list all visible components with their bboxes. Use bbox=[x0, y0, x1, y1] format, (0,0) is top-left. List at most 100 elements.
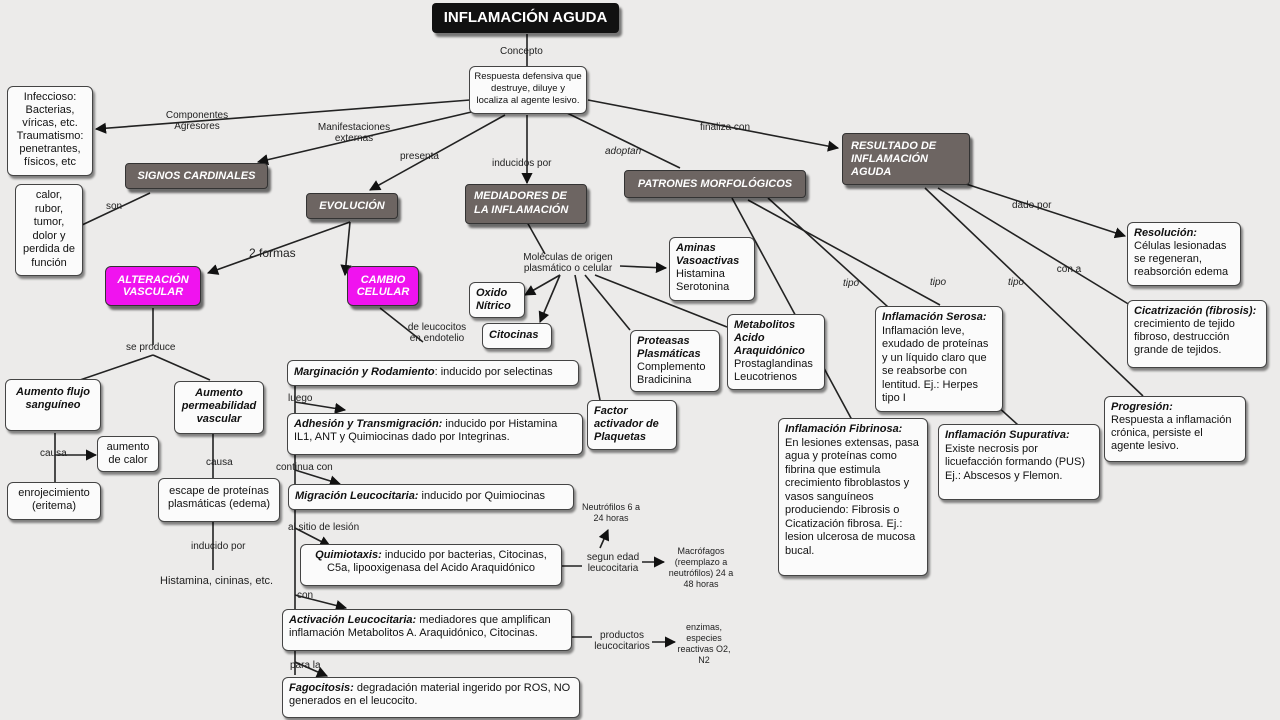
citocinas-box: Citocinas bbox=[482, 323, 552, 349]
adhesion-title: Adhesión y Transmigración: bbox=[294, 418, 443, 430]
macrofagos-text: Macrófagos (reemplazo a neutrófilos) 24 … bbox=[668, 546, 734, 589]
fagocitosis-text: degradación material ingerido por ROS, N… bbox=[289, 682, 571, 707]
aminas-text: Histamina Serotonina bbox=[676, 268, 730, 293]
flujo-sanguineo-box: Aumento flujo sanguíneo bbox=[5, 379, 101, 431]
migracion-box: Migración Leucocitaria: inducido por Qui… bbox=[288, 484, 574, 510]
factor-plaquetas-title: Factor activador de Plaquetas bbox=[594, 405, 659, 443]
evolucion-node: EVOLUCIÓN bbox=[306, 193, 398, 219]
oxido-nitrico-title: Oxido Nítrico bbox=[476, 287, 511, 312]
label-luego: luego bbox=[288, 393, 313, 404]
metabolitos-text: Prostaglandinas Leucotrienos bbox=[734, 358, 813, 383]
resultado-node: RESULTADO DE INFLAMACIÓN AGUDA bbox=[842, 133, 970, 185]
label-tipo-3: tipo bbox=[1008, 277, 1025, 288]
alteracion-vascular-node: ALTERACIÓN VASCULAR bbox=[105, 266, 201, 306]
label-continua-con: continua con bbox=[276, 462, 333, 473]
flujo-title: Aumento flujo sanguíneo bbox=[16, 386, 90, 411]
serosa-title: Inflamación Serosa: bbox=[882, 311, 987, 323]
eritema-box: enrojecimiento (eritema) bbox=[7, 482, 101, 520]
supurativa-title: Inflamación Supurativa: bbox=[945, 429, 1070, 441]
histamina-text: Histamina, cininas, etc. bbox=[160, 575, 274, 587]
progresion-box: Progresión:Respuesta a inflamación cróni… bbox=[1104, 396, 1246, 462]
signos-box: calor, rubor, tumor, dolor y perdida de … bbox=[15, 184, 83, 276]
proteasas-title: Proteasas Plasmáticas bbox=[637, 335, 701, 360]
label-causa-2: causa bbox=[206, 457, 233, 468]
adhesion-box: Adhesión y Transmigración: inducido por … bbox=[287, 413, 583, 455]
label-para-la: para la bbox=[290, 660, 321, 671]
diagram-title: INFLAMACIÓN AGUDA bbox=[432, 3, 619, 33]
citocinas-title: Citocinas bbox=[489, 329, 539, 341]
label-tipo-2: tipo bbox=[930, 277, 947, 288]
label-inducido-por: inducido por bbox=[191, 541, 246, 552]
cicatrizacion-text: crecimiento de tejido fibroso, destrucci… bbox=[1134, 318, 1235, 356]
enzimas-text: enzimas, especies reactivas O2, N2 bbox=[677, 622, 731, 665]
resolucion-box: Resolución:Células lesionadas se regener… bbox=[1127, 222, 1241, 286]
activacion-title: Activación Leucocitaria: bbox=[289, 614, 417, 626]
serosa-text: Inflamación leve, exudado de proteínas y… bbox=[882, 324, 989, 405]
quimiotaxis-title: Quimiotaxis: bbox=[315, 549, 382, 561]
resolucion-title: Resolución: bbox=[1134, 227, 1197, 239]
cicatrizacion-title: Cicatrización (fibrosis): bbox=[1134, 305, 1257, 317]
label-con-a: con a bbox=[1056, 264, 1082, 275]
signos-cardinales-node: SIGNOS CARDINALES bbox=[125, 163, 268, 189]
neutrofilos-text: Neutrófilos 6 a 24 horas bbox=[581, 502, 641, 523]
adhesion-text: inducido por Histamina IL1, ANT y Quimio… bbox=[294, 418, 558, 443]
label-con: con bbox=[297, 590, 314, 601]
label-adoptan: adoptan bbox=[605, 146, 642, 157]
label-presenta: presenta bbox=[400, 151, 439, 162]
label-inducidos-por: inducidos por bbox=[492, 158, 552, 169]
permeabilidad-title: Aumento permeabilidad vascular bbox=[181, 387, 257, 425]
label-2-formas: 2 formas bbox=[249, 246, 296, 260]
serosa-box: Inflamación Serosa:Inflamación leve, exu… bbox=[875, 306, 1003, 412]
fagocitosis-title: Fagocitosis: bbox=[289, 682, 354, 694]
marginacion-text: : inducido por selectinas bbox=[434, 366, 553, 378]
agresores-box: Infeccioso: Bacterias, víricas, etc. Tra… bbox=[7, 86, 93, 176]
label-causa-1: causa bbox=[40, 448, 67, 459]
progresion-title: Progresión: bbox=[1111, 401, 1173, 413]
fibrinosa-title: Inflamación Fibrinosa: bbox=[785, 423, 903, 435]
label-se-produce: se produce bbox=[126, 342, 176, 353]
proteasas-text: Complemento Bradicinina bbox=[637, 361, 706, 386]
label-concepto: Concepto bbox=[500, 46, 543, 57]
quimiotaxis-text: inducido por bacterias, Citocinas, C5a, … bbox=[327, 549, 547, 574]
fibrinosa-text: En lesiones extensas, pasa agua y proteí… bbox=[785, 436, 919, 557]
edema-box: escape de proteínas plasmáticas (edema) bbox=[158, 478, 280, 522]
activacion-text: mediadores que amplifican inflamación Me… bbox=[289, 614, 551, 639]
label-son: son bbox=[106, 201, 123, 212]
fagocitosis-box: Fagocitosis: degradación material ingeri… bbox=[282, 677, 580, 718]
label-moleculas: Moléculas de origen plasmático o celular bbox=[523, 252, 613, 274]
label-finaliza-con: finaliza con bbox=[700, 122, 751, 133]
oxido-nitrico-box: Oxido Nítrico bbox=[469, 282, 525, 318]
quimiotaxis-box: Quimiotaxis: inducido por bacterias, Cit… bbox=[300, 544, 562, 586]
supurativa-text: Existe necrosis por licuefacción formand… bbox=[945, 442, 1086, 482]
label-sitio-lesion: al sitio de lesión bbox=[288, 522, 360, 533]
label-segun-edad: segun edad leucocitaria bbox=[586, 552, 640, 574]
resolucion-text: Células lesionadas se regeneran, reabsor… bbox=[1134, 240, 1229, 278]
label-manifestaciones: Manifestaciones externas bbox=[317, 122, 391, 144]
calor-box: aumento de calor bbox=[97, 436, 159, 472]
mediadores-node: MEDIADORES DE LA INFLAMACIÓN bbox=[465, 184, 587, 224]
cicatrizacion-box: Cicatrización (fibrosis):crecimiento de … bbox=[1127, 300, 1267, 368]
patrones-node: PATRONES MORFOLÓGICOS bbox=[624, 170, 806, 198]
migracion-text: inducido por Quimiocinas bbox=[418, 490, 546, 502]
marginacion-title: Marginación y Rodamiento bbox=[294, 366, 435, 378]
supurativa-box: Inflamación Supurativa:Existe necrosis p… bbox=[938, 424, 1100, 500]
fibrinosa-box: Inflamación Fibrinosa:En lesiones extens… bbox=[778, 418, 928, 576]
label-tipo-1: tipo bbox=[843, 278, 860, 289]
aminas-title: Aminas Vasoactivas bbox=[676, 242, 740, 267]
label-leucocitos-endotelio: de leucocitos en endotelio bbox=[407, 322, 467, 344]
activacion-box: Activación Leucocitaria: mediadores que … bbox=[282, 609, 572, 651]
permeabilidad-box: Aumento permeabilidad vascular bbox=[174, 381, 264, 434]
label-dado-por: dado por bbox=[1012, 200, 1052, 211]
marginacion-box: Marginación y Rodamiento: inducido por s… bbox=[287, 360, 579, 386]
label-componentes-agresores: Componentes Agresores bbox=[165, 110, 229, 132]
metabolitos-title: Metabolitos Acido Araquidónico bbox=[734, 319, 805, 357]
migracion-title: Migración Leucocitaria: bbox=[295, 490, 419, 502]
label-productos: productos leucocitarios bbox=[594, 630, 650, 652]
progresion-text: Respuesta a inflamación crónica, persist… bbox=[1111, 414, 1232, 452]
factor-plaquetas-box: Factor activador de Plaquetas bbox=[587, 400, 677, 450]
concepto-box: Respuesta defensiva que destruye, diluye… bbox=[469, 66, 587, 114]
